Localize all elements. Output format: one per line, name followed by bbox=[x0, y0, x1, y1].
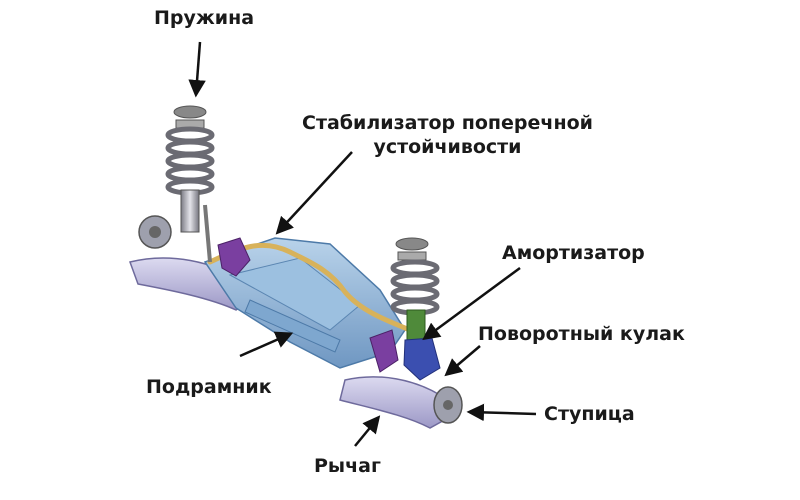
label-hub: Ступица bbox=[544, 403, 635, 425]
label-stabilizer-line2: устойчивости bbox=[373, 136, 522, 158]
steering-knuckle-shape bbox=[403, 337, 441, 381]
left-strut bbox=[138, 105, 215, 249]
arrow-stabilizer bbox=[275, 151, 353, 235]
arrow-steering-knuckle bbox=[444, 345, 481, 377]
arrow-shock-absorber bbox=[422, 266, 521, 341]
label-control-arm: Рычаг bbox=[314, 455, 381, 477]
label-steering-knuckle: Поворотный кулак bbox=[478, 323, 685, 345]
right-bracket bbox=[369, 329, 399, 373]
label-stabilizer: Стабилизатор поперечной устойчивости bbox=[302, 111, 593, 159]
arrow-spring bbox=[188, 41, 206, 98]
stabilizer-bar bbox=[207, 242, 413, 333]
arrow-control-arm bbox=[354, 415, 381, 447]
left-bracket bbox=[217, 237, 251, 277]
label-spring: Пружина bbox=[154, 7, 255, 29]
subframe-crossmember bbox=[244, 299, 341, 353]
right-control-arm bbox=[339, 376, 449, 429]
label-shock-absorber: Амортизатор bbox=[502, 242, 645, 264]
stabilizer-link bbox=[203, 204, 212, 263]
label-stabilizer-line1: Стабилизатор поперечной bbox=[302, 112, 593, 134]
label-subframe: Подрамник bbox=[146, 376, 272, 398]
right-strut bbox=[390, 237, 463, 424]
arrow-subframe bbox=[239, 331, 294, 358]
arrow-hub bbox=[466, 403, 537, 422]
